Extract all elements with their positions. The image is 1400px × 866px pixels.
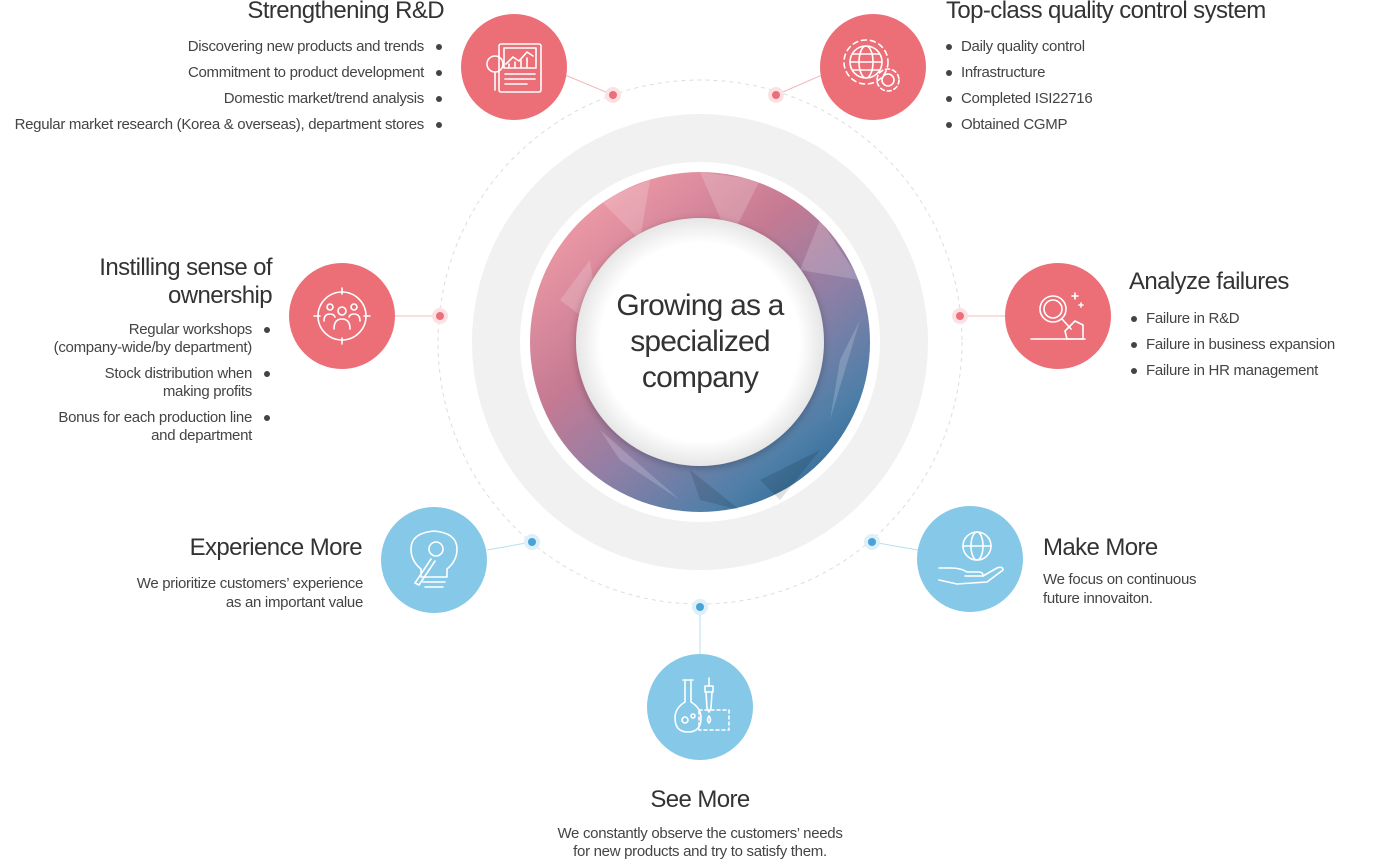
list-item: Infrastructure [946, 64, 1092, 82]
globe-gear-icon [843, 39, 900, 92]
list-item-line-2: (company-wide/by department) [53, 339, 253, 356]
center-label: Growing as a specialized company [590, 288, 810, 396]
analyze-failures-list: Failure in R&D Failure in business expan… [1131, 310, 1335, 380]
list-item: Failure in R&D [1131, 310, 1335, 328]
experience-more-badge [381, 507, 487, 613]
center-line-1: Growing as a [616, 289, 784, 322]
see-more-line-2: for new products and try to satisfy them… [573, 843, 827, 860]
ownership-badge [289, 263, 395, 369]
list-item-line-2: and department [151, 427, 252, 444]
list-item-line-2: making profits [162, 383, 252, 400]
experience-more-line-1: We prioritize customers’ experience [136, 575, 364, 592]
ownership-title-line-1: Instilling sense of [99, 254, 272, 281]
list-item-line-1: Stock distribution when [104, 365, 253, 382]
list-item: Completed ISI22716 [946, 90, 1093, 108]
center-line-2: specialized [630, 325, 770, 358]
strengthening-rd-list: Discovering new products and trends Comm… [15, 38, 443, 134]
list-item: Daily quality control [946, 38, 1092, 56]
experience-more-description: We prioritize customers’ experience as a… [136, 574, 364, 612]
list-item: Regular market research (Korea & oversea… [15, 116, 443, 134]
magnifier-hand-icon [1030, 292, 1086, 340]
center-circle [576, 218, 824, 466]
report-magnifier-icon [486, 43, 542, 93]
see-more-line-1: We constantly observe the customers’ nee… [557, 825, 843, 842]
quality-control-list: Daily quality control Infrastructure Com… [946, 38, 1093, 134]
center-line-3: company [641, 361, 759, 394]
see-more-badge [647, 654, 753, 760]
make-more-description: We focus on continuous future innovaiton… [1043, 570, 1197, 608]
analyze-failures-title: Analyze failures [1129, 268, 1289, 295]
team-target-icon [313, 287, 371, 345]
list-item: Stock distribution when making profits [54, 365, 271, 401]
make-more-title: Make More [1043, 534, 1158, 561]
list-item: Commitment to product development [15, 64, 443, 82]
ownership-list: Regular workshops (company-wide/by depar… [53, 321, 271, 445]
experience-more-title: Experience More [189, 534, 363, 561]
list-item-line-1: Regular workshops [128, 321, 253, 338]
ownership-title-line-2: ownership [168, 282, 273, 309]
make-more-line-2: future innovaiton. [1043, 590, 1153, 607]
list-item-line-1: Bonus for each production line [58, 409, 252, 426]
quality-control-title: Top-class quality control system [946, 0, 1266, 24]
list-item: Failure in business expansion [1131, 336, 1335, 354]
ownership-title: Instilling sense of ownership [99, 254, 272, 310]
connector-dots [432, 87, 968, 615]
list-item: Discovering new products and trends [15, 38, 443, 56]
experience-more-line-2: as an important value [225, 594, 363, 611]
list-item: Failure in HR management [1131, 362, 1335, 380]
analyze-failures-badge [1005, 263, 1111, 369]
list-item: Domestic market/trend analysis [15, 90, 443, 108]
list-item: Obtained CGMP [946, 116, 1092, 134]
make-more-badge [917, 506, 1023, 612]
quality-control-badge [820, 14, 926, 120]
lightbulb-pencil-icon [410, 530, 458, 588]
list-item: Bonus for each production line and depar… [54, 409, 271, 445]
flask-dropper-icon [674, 677, 730, 733]
strengthening-rd-badge [461, 14, 567, 120]
list-item: Regular workshops (company-wide/by depar… [53, 321, 271, 357]
see-more-description: We constantly observe the customers’ nee… [500, 825, 900, 861]
see-more-title: See More [650, 786, 750, 813]
hand-globe-icon [938, 531, 1004, 585]
strengthening-rd-title: Strengthening R&D [247, 0, 444, 24]
make-more-line-1: We focus on continuous [1043, 571, 1197, 588]
